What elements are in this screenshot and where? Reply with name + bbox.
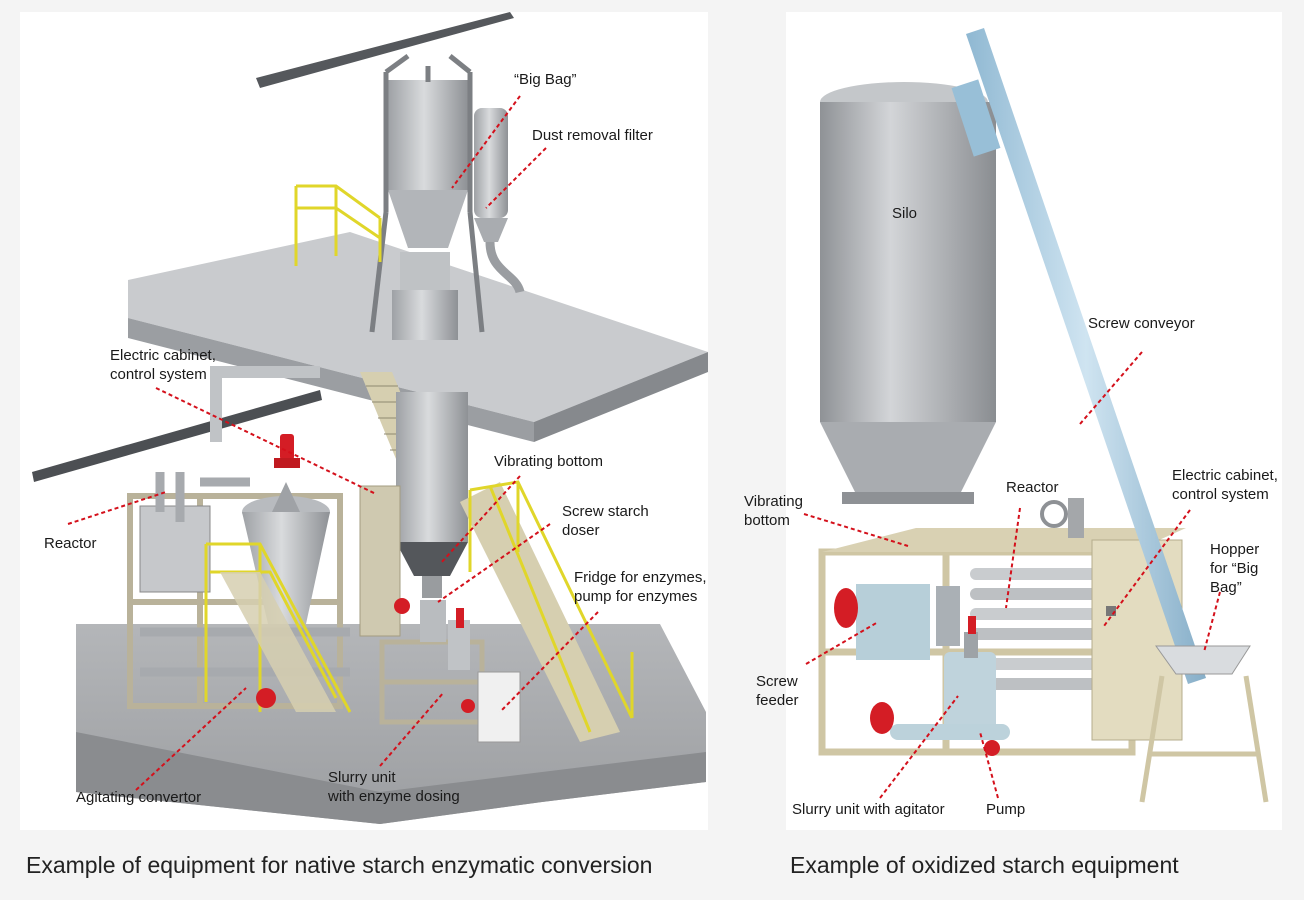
screw-conveyor — [966, 28, 1206, 684]
label-vibrating-bottom-right: Vibrating bottom — [744, 493, 803, 529]
label-screw-feeder-right: Screw feeder — [756, 673, 799, 709]
leader-dust-filter — [485, 147, 547, 209]
leader-reactor — [67, 491, 167, 525]
label-slurry-unit: Slurry unit with enzyme dosing — [328, 769, 460, 805]
platform-railing — [294, 184, 382, 266]
caption-right: Example of oxidized starch equipment — [790, 852, 1179, 878]
label-dust-filter: Dust removal filter — [532, 127, 653, 144]
label-agitating-convertor: Agitating convertor — [76, 789, 202, 806]
leader-big-bag — [451, 95, 521, 189]
label-screw-conveyor: Screw conveyor — [1088, 315, 1195, 332]
leader-reactor — [1005, 507, 1021, 609]
leader-electric-cabinet — [155, 387, 377, 495]
enzyme-fridge — [477, 671, 521, 743]
hopper — [1155, 645, 1251, 675]
label-big-bag: “Big Bag” — [514, 71, 577, 88]
leader-slurry-agitator — [879, 695, 959, 799]
valve-wheel — [1040, 500, 1068, 528]
dust-filter-body — [474, 108, 508, 218]
pump-pipe — [890, 724, 1010, 740]
right-illustration-panel: Silo Screw conveyor Reactor Electric cab… — [786, 12, 1282, 830]
leader-hopper — [1203, 591, 1221, 653]
convertor-pump-motor — [256, 688, 276, 708]
leader-electric-cabinet — [1103, 509, 1191, 627]
label-pump: Pump — [986, 801, 1026, 818]
label-fridge: Fridge for enzymes, pump for enzymes — [574, 569, 707, 605]
caption-left: Example of equipment for native starch e… — [26, 852, 653, 878]
label-hopper: Hopper for “Big Bag” — [1210, 541, 1260, 596]
left-illustration-panel: “Big Bag” Dust removal filter Electric c… — [20, 12, 708, 830]
slurry-tank — [944, 652, 996, 732]
label-vibrating-bottom: Vibrating bottom — [494, 453, 603, 470]
leader-pump — [979, 731, 999, 799]
silo-body — [820, 102, 996, 422]
leader-slurry-unit — [379, 691, 445, 767]
leader-vibrating-bottom — [803, 513, 909, 547]
screw-feeder-motor — [834, 588, 858, 628]
overhead-beam — [256, 12, 514, 88]
leader-screw-conveyor — [1079, 351, 1143, 425]
leader-fridge — [499, 611, 599, 713]
hopper-stand — [1139, 675, 1269, 803]
big-bag-cone — [388, 190, 468, 248]
silo-column — [396, 392, 468, 542]
platform-edge-side — [534, 352, 708, 442]
oxidized-starch-equipment-illustration — [803, 28, 1269, 803]
pump-motor — [870, 702, 894, 734]
label-slurry-agitator: Slurry unit with agitator — [792, 801, 945, 818]
leader-vibrating-bottom — [439, 475, 521, 565]
silo-cone — [820, 422, 996, 502]
label-reactor: Reactor — [44, 535, 97, 552]
label-reactor: Reactor — [1006, 479, 1059, 496]
tubular-reactor — [970, 568, 1100, 690]
label-electric-cabinet: Electric cabinet, control system — [1172, 467, 1278, 503]
label-electric-cabinet: Electric cabinet, control system — [110, 347, 216, 383]
pipe-horizontal — [32, 390, 322, 482]
native-starch-equipment-illustration — [32, 12, 708, 824]
label-silo: Silo — [892, 205, 918, 222]
floor-edge — [76, 732, 706, 824]
electric-cabinet — [359, 485, 401, 637]
big-bag-body — [388, 80, 468, 190]
leader-screw-doser — [437, 523, 551, 603]
label-screw-doser: Screw starch doser — [562, 503, 649, 539]
doser-motor — [394, 598, 410, 614]
screw-feeder — [856, 584, 930, 660]
convertor-motor — [280, 434, 294, 460]
reactor-body — [139, 505, 211, 593]
